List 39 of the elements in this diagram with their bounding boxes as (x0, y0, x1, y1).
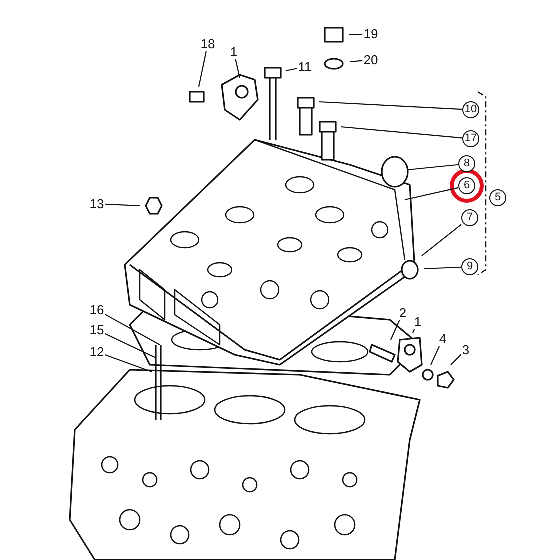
callout-number: 10 (462, 102, 480, 118)
leader-line (105, 204, 140, 207)
callout-number: 11 (297, 60, 313, 74)
leader-line (412, 329, 416, 334)
callout-number: 20 (362, 52, 380, 68)
leader-line (450, 354, 462, 366)
leader-line (235, 59, 241, 78)
leader-line (105, 354, 152, 373)
leader-line (198, 51, 207, 88)
callout-number: 9 (462, 258, 478, 276)
leader-line (105, 333, 156, 358)
leader-line (390, 320, 400, 340)
leader-line (350, 60, 363, 63)
leader-line (340, 126, 463, 139)
callout-number: 17 (462, 130, 480, 148)
callout-number: 3 (461, 342, 471, 358)
callout-number: 12 (88, 344, 106, 360)
leader-line (286, 68, 298, 72)
leader-line (348, 34, 363, 36)
callout-number: 4 (438, 332, 448, 346)
leader-line (104, 314, 160, 346)
leader-line (430, 346, 440, 366)
leader-line (408, 164, 459, 171)
callout-number: 13 (88, 196, 106, 212)
callout-number: 16 (88, 302, 106, 318)
leader-line (424, 266, 462, 270)
leader-line (404, 187, 459, 201)
callout-number: 1 (229, 44, 239, 60)
callout-number: 15 (88, 322, 106, 338)
callout-number: 18 (200, 36, 216, 52)
leader-line (422, 224, 462, 256)
callout-number: 2 (398, 306, 408, 320)
callout-number: 5 (490, 190, 506, 206)
callout-number: 6 (458, 178, 476, 194)
callout-number: 8 (458, 156, 476, 172)
callout-number: 1 (413, 314, 423, 330)
leader-line (318, 101, 463, 110)
callout-number: 7 (462, 210, 478, 226)
callout-number: 19 (362, 26, 380, 42)
